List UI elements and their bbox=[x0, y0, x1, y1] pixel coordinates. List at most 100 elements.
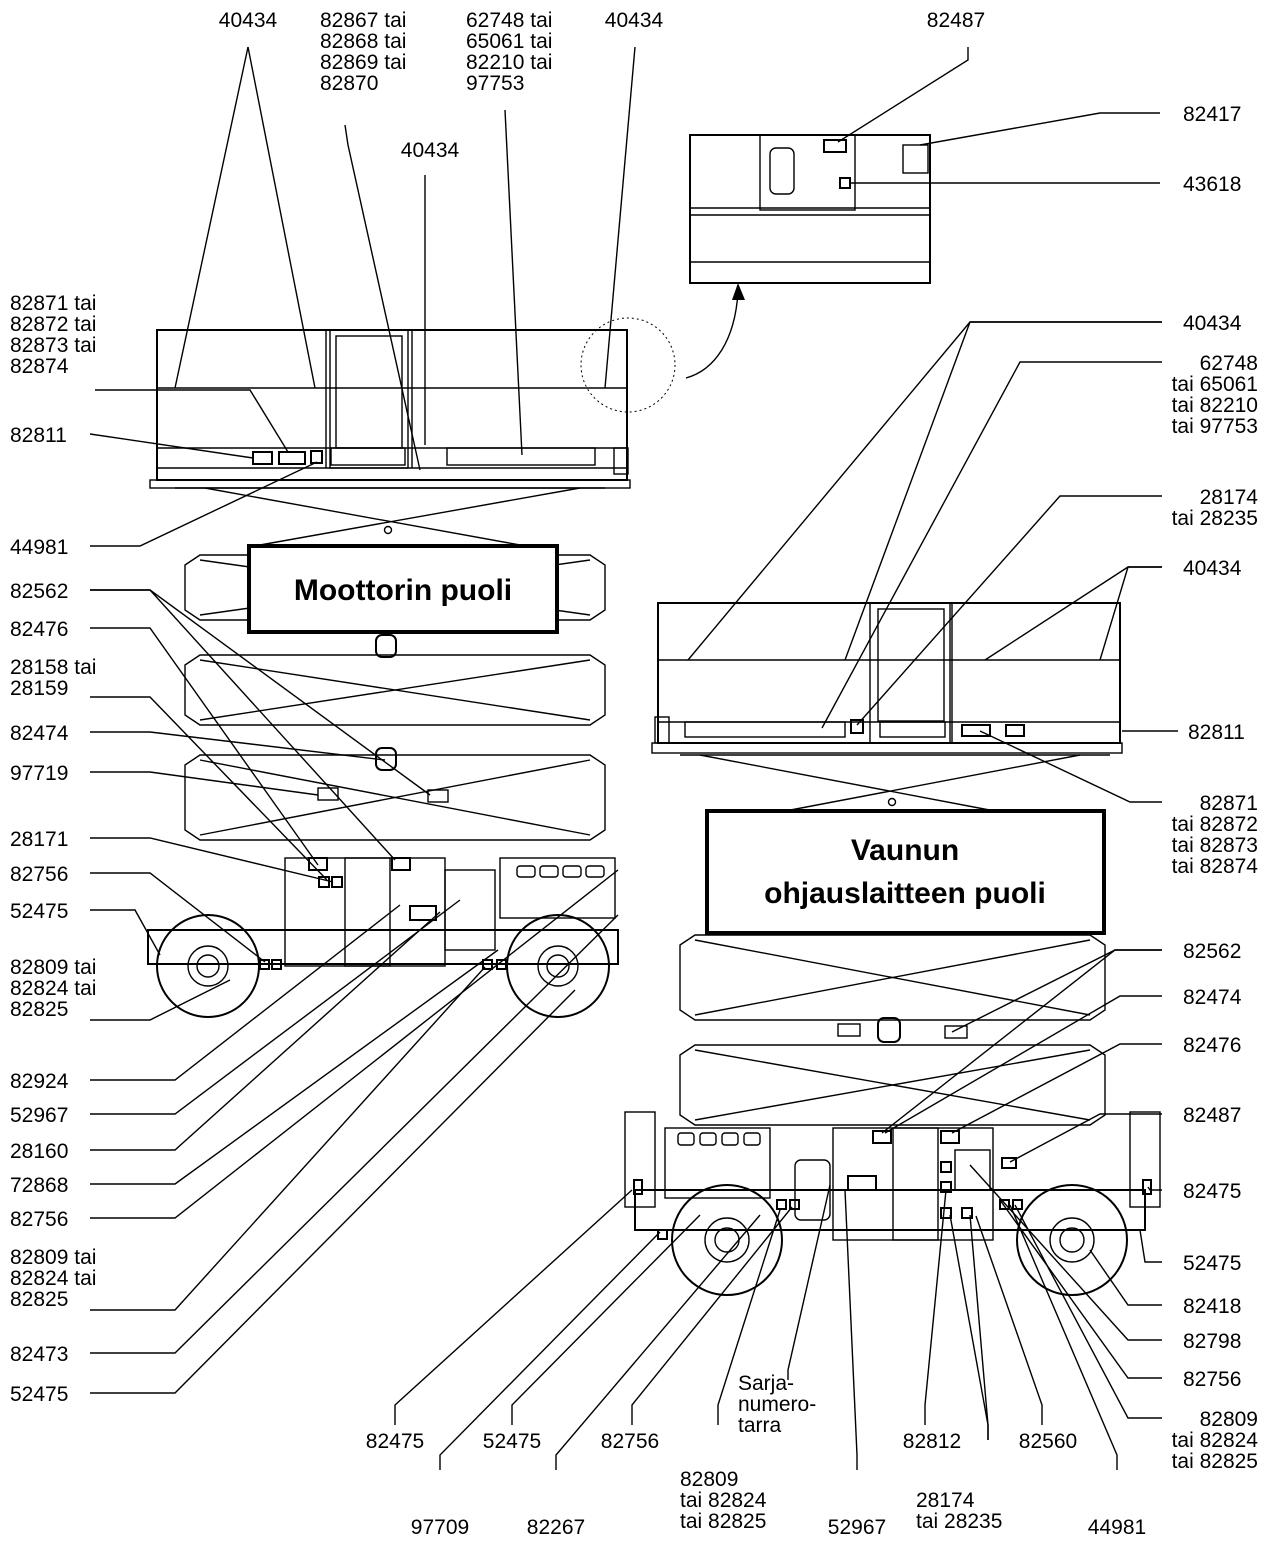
label-b-28174-line-1: 28174 bbox=[916, 1489, 975, 1512]
label-r-82871-line-2: tai 82872 bbox=[1172, 813, 1258, 836]
detail-circle bbox=[580, 317, 676, 413]
label-r-62748-line-1: 62748 bbox=[1200, 352, 1258, 375]
label-l-82871-line-1: 82871 tai bbox=[10, 292, 96, 315]
label-b-82812: 82812 bbox=[903, 1430, 961, 1453]
label-top-82867-line-2: 82868 tai bbox=[320, 30, 406, 53]
label-r-28174-line-2: tai 28235 bbox=[1172, 507, 1258, 530]
label-l-82871-line-3: 82873 tai bbox=[10, 334, 96, 357]
label-l-82809-a-line-2: 82824 tai bbox=[10, 977, 96, 1000]
label-b-82267: 82267 bbox=[527, 1516, 585, 1539]
label-l-82809-a-line-1: 82809 tai bbox=[10, 956, 96, 979]
label-r-82811: 82811 bbox=[1188, 721, 1245, 744]
label-top-40434-b: 40434 bbox=[605, 9, 664, 32]
label-top-62748-line-2: 65061 tai bbox=[466, 30, 552, 53]
label-top-82867-line-4: 82870 bbox=[320, 72, 378, 95]
label-r-82809-line-1: 82809 bbox=[1200, 1408, 1258, 1431]
label-top-40434-a: 40434 bbox=[219, 9, 278, 32]
label-l-28171: 28171 bbox=[10, 828, 68, 851]
label-r-62748-line-2: tai 65061 bbox=[1172, 373, 1258, 396]
label-r-82798: 82798 bbox=[1183, 1330, 1241, 1353]
label-l-52475-a: 52475 bbox=[10, 900, 68, 923]
label-l-28160: 28160 bbox=[10, 1140, 68, 1163]
label-l-82474: 82474 bbox=[10, 722, 69, 745]
engine-side-machine bbox=[147, 329, 631, 1018]
title-engine-side: Moottorin puoli bbox=[294, 574, 512, 607]
label-r-62748-line-3: tai 82210 bbox=[1172, 394, 1258, 417]
label-r-82487: 82487 bbox=[1183, 1104, 1241, 1127]
label-r-40434-b: 40434 bbox=[1183, 557, 1242, 580]
label-l-82809-a-line-3: 82825 bbox=[10, 998, 68, 1021]
label-l-52475-b: 52475 bbox=[10, 1383, 68, 1406]
label-l-82756-a: 82756 bbox=[10, 863, 68, 886]
label-r-82871-line-4: tai 82874 bbox=[1172, 855, 1259, 878]
label-l-82809-b-line-3: 82825 bbox=[10, 1288, 68, 1311]
label-r-82418: 82418 bbox=[1183, 1295, 1241, 1318]
label-r-82871-line-3: tai 82873 bbox=[1172, 834, 1258, 857]
svg-text:Moottorin puoli: Moottorin puoli bbox=[294, 574, 512, 607]
label-b-82809-line-2: tai 82824 bbox=[680, 1489, 767, 1512]
label-r-52475: 52475 bbox=[1183, 1252, 1241, 1275]
label-l-82811: 82811 bbox=[10, 424, 67, 447]
leader-lines bbox=[89, 46, 1178, 1470]
label-r-62748-line-4: tai 97753 bbox=[1172, 415, 1258, 438]
label-l-44981: 44981 bbox=[10, 536, 68, 559]
label-l-82809-b-line-1: 82809 tai bbox=[10, 1246, 96, 1269]
label-b-52967: 52967 bbox=[828, 1516, 886, 1539]
label-top-62748-line-1: 62748 tai bbox=[466, 9, 552, 32]
label-b-82809-line-3: tai 82825 bbox=[680, 1510, 766, 1533]
label-l-52967: 52967 bbox=[10, 1104, 68, 1127]
platform-detail-view bbox=[689, 134, 931, 284]
label-r-82476: 82476 bbox=[1183, 1034, 1241, 1057]
control-side-machine bbox=[624, 602, 1161, 1296]
label-l-97719: 97719 bbox=[10, 762, 68, 785]
label-b-82756: 82756 bbox=[601, 1430, 659, 1453]
label-r-82562: 82562 bbox=[1183, 940, 1241, 963]
detail-arrow bbox=[685, 291, 739, 379]
label-b-44981: 44981 bbox=[1088, 1516, 1146, 1539]
label-b-97709: 97709 bbox=[411, 1516, 469, 1539]
label-l-72868: 72868 bbox=[10, 1174, 68, 1197]
label-r-82474: 82474 bbox=[1183, 986, 1242, 1009]
label-mid-40434: 40434 bbox=[401, 139, 460, 162]
label-b-serial: Sarja-numero-tarra bbox=[738, 1372, 816, 1437]
label-l-82473: 82473 bbox=[10, 1343, 68, 1366]
label-r-82871-line-1: 82871 bbox=[1200, 792, 1258, 815]
label-l-28158-line-2: 28159 bbox=[10, 677, 68, 700]
label-l-82809-b-line-2: 82824 tai bbox=[10, 1267, 96, 1290]
label-r-82756: 82756 bbox=[1183, 1368, 1241, 1391]
label-top-62748-line-3: 82210 tai bbox=[466, 51, 552, 74]
label-l-82756-b: 82756 bbox=[10, 1208, 68, 1231]
label-b-82475: 82475 bbox=[366, 1430, 424, 1453]
label-l-82924: 82924 bbox=[10, 1070, 69, 1093]
label-l-28158-line-1: 28158 tai bbox=[10, 656, 96, 679]
label-top-82487: 82487 bbox=[927, 9, 985, 32]
label-b-82809-line-1: 82809 bbox=[680, 1468, 738, 1491]
label-r-82417: 82417 bbox=[1183, 103, 1241, 126]
title-control-side: Vaunun ohjauslaitteen puoli bbox=[764, 834, 1046, 910]
label-b-28174-line-2: tai 28235 bbox=[916, 1510, 1002, 1533]
label-r-82809-line-2: tai 82824 bbox=[1172, 1429, 1259, 1452]
label-b-serial-line-3: tarra bbox=[738, 1414, 782, 1437]
svg-text:ohjauslaitteen puoli: ohjauslaitteen puoli bbox=[764, 877, 1046, 910]
label-b-serial-line-2: numero- bbox=[738, 1393, 816, 1416]
label-b-serial-line-1: Sarja- bbox=[738, 1372, 794, 1395]
label-r-40434-a: 40434 bbox=[1183, 312, 1242, 335]
label-r-43618: 43618 bbox=[1183, 173, 1241, 196]
label-r-28174-line-1: 28174 bbox=[1200, 486, 1259, 509]
svg-text:Vaunun: Vaunun bbox=[851, 834, 959, 867]
label-b-52475: 52475 bbox=[483, 1430, 541, 1453]
detail-arrowhead bbox=[732, 283, 745, 300]
label-l-82871-line-4: 82874 bbox=[10, 355, 69, 378]
label-l-82562: 82562 bbox=[10, 580, 68, 603]
label-l-82871-line-2: 82872 tai bbox=[10, 313, 96, 336]
